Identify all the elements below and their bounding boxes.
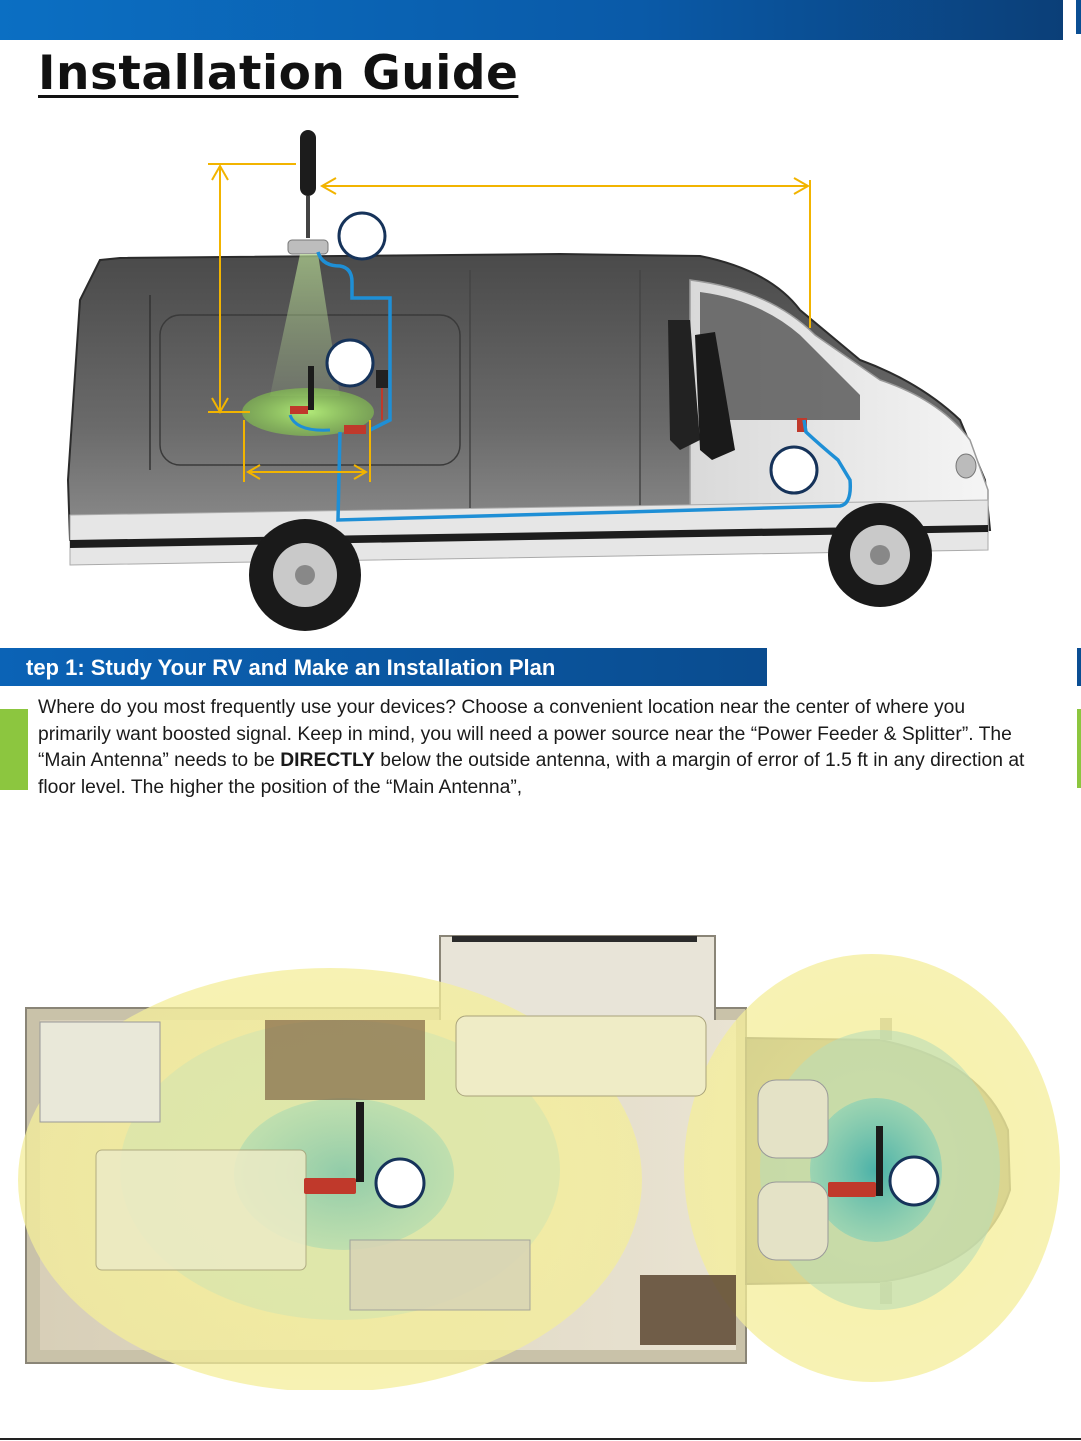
coax-cable [316,251,853,522]
cab-amp [828,1182,876,1197]
cab-window [700,292,860,420]
callout-circle-1 [337,211,387,261]
closet [265,1020,425,1100]
main-antenna [356,1102,364,1182]
rear-wheel [249,519,361,631]
splitter [344,425,366,434]
cabinet [640,1275,736,1345]
callout-circle-3 [769,445,819,495]
paragraph-part2: below the outside antenna, with a margin… [38,750,1025,798]
callout-circle-4 [374,1157,426,1209]
dinette [95,1149,307,1271]
inside-antenna [308,366,314,410]
callout-circle-2 [325,338,375,388]
step-bar-edge [1077,648,1081,686]
cab-seat-top [757,1079,829,1159]
outside-antenna [300,130,316,196]
van-illustration [66,130,992,631]
seat-right [695,332,735,460]
length-dimension [319,177,811,328]
page-title: Installation Guide [38,46,519,101]
power-feeder [290,406,308,414]
callout-circle-5 [888,1155,940,1207]
header-bar [0,0,1063,40]
main-amp [304,1178,356,1194]
cab-seat-bottom [757,1181,829,1261]
step-bar [0,648,767,686]
green-tab [0,709,28,790]
width-dimension [243,420,371,482]
header-edge [1076,0,1081,34]
front-wheel [828,503,932,607]
kitchen [349,1239,531,1311]
power-plug [376,370,388,388]
paragraph-emphasis: DIRECTLY [280,750,375,771]
sofa [455,1015,707,1097]
bottom-rule [0,1438,1081,1440]
height-dimension [208,163,296,415]
cab-antenna [876,1126,883,1196]
seat-left [668,320,700,450]
bathroom [39,1021,161,1123]
rv-floorplan-illustration [18,935,1060,1390]
green-tab-edge [1077,709,1081,788]
step-title: tep 1: Study Your RV and Make an Install… [26,655,556,680]
step-paragraph: Where do you most frequently use your de… [38,695,1038,801]
paragraph-part1: Where do you most frequently use your de… [38,697,1012,771]
